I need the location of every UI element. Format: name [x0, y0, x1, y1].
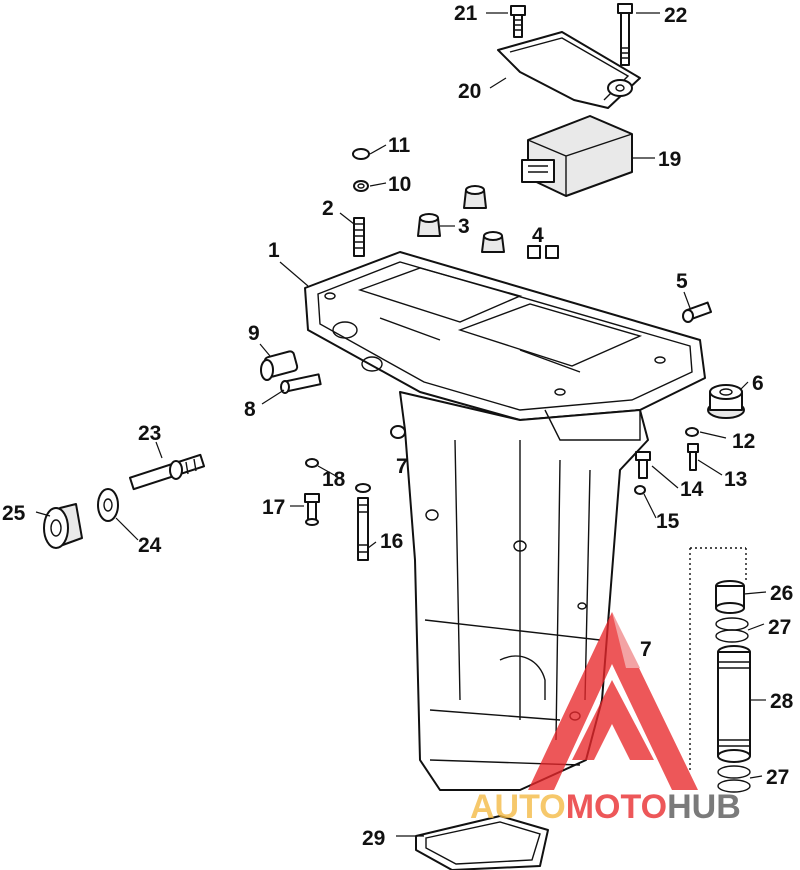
exhaust-housing: [399, 391, 649, 791]
callout-4: 4: [532, 224, 544, 247]
callout-13: 13: [724, 468, 747, 491]
part-5-fitting: [682, 301, 713, 323]
part-21-bolt: [510, 5, 526, 38]
watermark-triangle-icon: [528, 612, 698, 790]
part-23-stud: [128, 453, 206, 491]
callout-18: 18: [322, 468, 346, 491]
callout-27b: 27: [766, 766, 789, 789]
leader-lines: [35, 12, 767, 837]
part-25-mount: [43, 503, 83, 549]
callout-25: 25: [2, 502, 26, 525]
part-10-nut: [353, 180, 369, 192]
part-3-grommets: [417, 185, 505, 253]
callout-21: 21: [454, 2, 478, 25]
watermark-hub: HUB: [667, 788, 741, 826]
part-18-washer: [305, 458, 319, 468]
callout-7a: 7: [396, 455, 408, 478]
callout-15: 15: [656, 510, 680, 533]
callout-9: 9: [248, 322, 260, 345]
part-29-gasket: [415, 815, 549, 870]
callout-26: 26: [770, 582, 793, 605]
part-16-stud: [355, 483, 371, 561]
callout-16: 16: [380, 530, 403, 553]
part-2-stud: [353, 217, 365, 257]
part-20-plate: [497, 31, 641, 109]
part-6-grommet: [707, 384, 745, 419]
part-9-plug: [260, 350, 299, 381]
callout-28: 28: [770, 690, 794, 713]
watermark-logo: AUTOMOTOHUB: [470, 612, 741, 826]
callout-2: 2: [322, 197, 334, 220]
callout-3: 3: [458, 215, 470, 238]
watermark-auto: AUTO: [470, 788, 566, 826]
part-7-nut: [390, 425, 406, 439]
part-13-bolt: [687, 443, 699, 471]
callout-20: 20: [458, 80, 481, 103]
part-12-washer: [685, 427, 699, 437]
callout-5: 5: [676, 270, 688, 293]
callout-11: 11: [388, 134, 411, 157]
part-26-28-assembly: [689, 547, 751, 793]
part-24-washer: [97, 488, 119, 522]
part-17-bolt: [304, 493, 320, 526]
watermark-moto: MOTO: [566, 788, 667, 826]
callout-29: 29: [362, 827, 385, 850]
callout-14: 14: [680, 478, 704, 501]
callout-24: 24: [138, 534, 162, 557]
callout-12: 12: [732, 430, 755, 453]
callout-7b: 7: [640, 638, 652, 661]
callout-1: 1: [268, 239, 280, 262]
part-14-bolt: [635, 451, 651, 479]
callout-19: 19: [658, 148, 681, 171]
part-19-module: [521, 115, 633, 197]
callout-6: 6: [752, 372, 764, 395]
callout-23: 23: [138, 422, 161, 445]
callout-22: 22: [664, 4, 687, 27]
callout-labels: 21 22 20 19 11 10 2 3 4 1 5 9 8 6 12 7 1…: [2, 2, 794, 850]
callout-10: 10: [388, 173, 411, 196]
part-11-washer: [352, 148, 370, 160]
part-15-washer: [634, 485, 646, 495]
part-22-bolt: [617, 3, 633, 66]
callout-8: 8: [244, 398, 256, 421]
callout-27a: 27: [768, 616, 791, 639]
callout-17: 17: [262, 496, 285, 519]
part-1-adapter-plate: [304, 251, 706, 421]
part-4-grommets: [527, 245, 559, 259]
part-8-fitting: [280, 373, 322, 394]
svg-text:AUTOMOTOHUB: AUTOMOTOHUB: [470, 788, 741, 826]
